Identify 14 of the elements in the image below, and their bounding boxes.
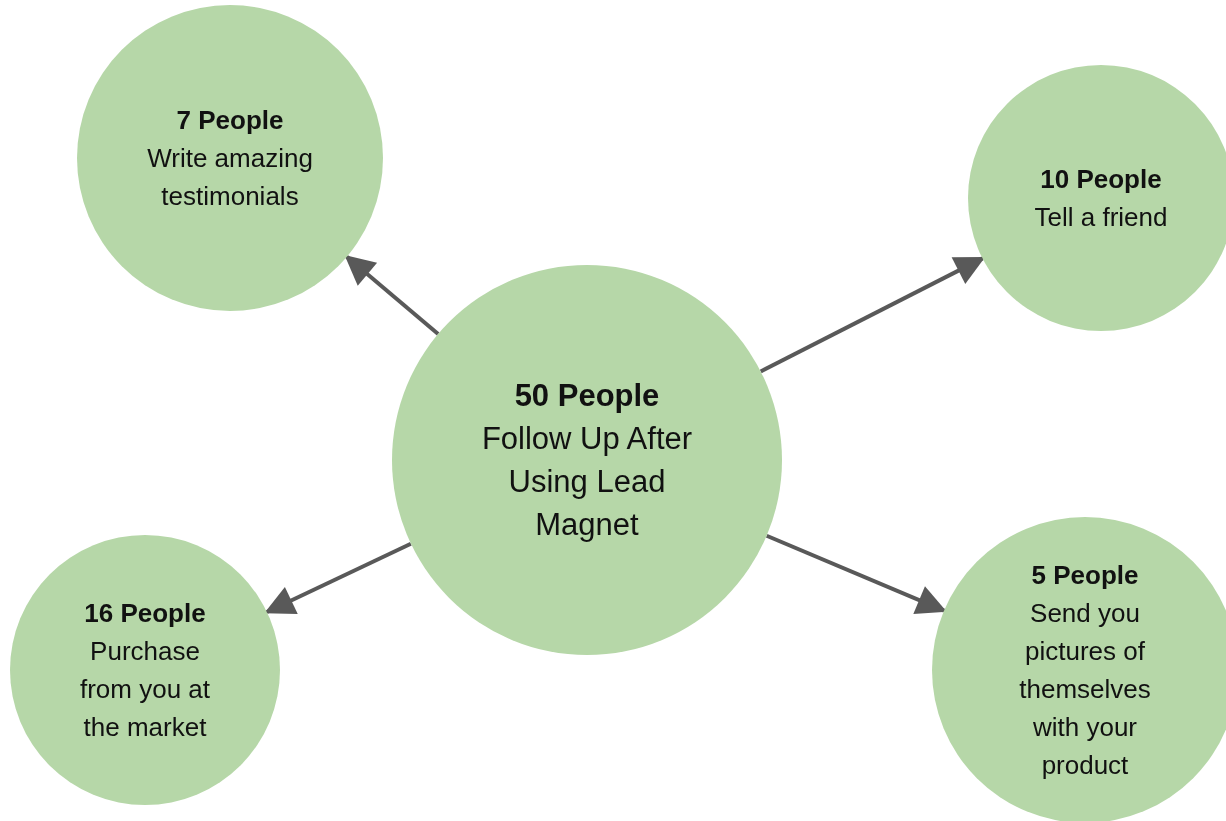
count-heading: 7 People bbox=[176, 104, 284, 137]
count-heading: 16 People bbox=[84, 597, 206, 630]
arrow bbox=[759, 256, 986, 374]
arrow bbox=[264, 541, 412, 615]
count-heading: 10 People bbox=[1040, 163, 1162, 196]
node-text: Write amazing testimonials bbox=[146, 142, 314, 213]
arrow bbox=[344, 254, 440, 336]
arrow bbox=[765, 533, 947, 614]
node-text: Follow Up After Using Lead Magnet bbox=[480, 420, 694, 544]
count-heading: 5 People bbox=[1031, 559, 1139, 592]
count-heading: 50 People bbox=[514, 377, 660, 415]
node-text: Purchase from you at the market bbox=[78, 635, 212, 744]
node-text: Send you pictures of themselves with your product bbox=[1018, 597, 1152, 782]
node-text: Tell a friend bbox=[1034, 201, 1168, 234]
